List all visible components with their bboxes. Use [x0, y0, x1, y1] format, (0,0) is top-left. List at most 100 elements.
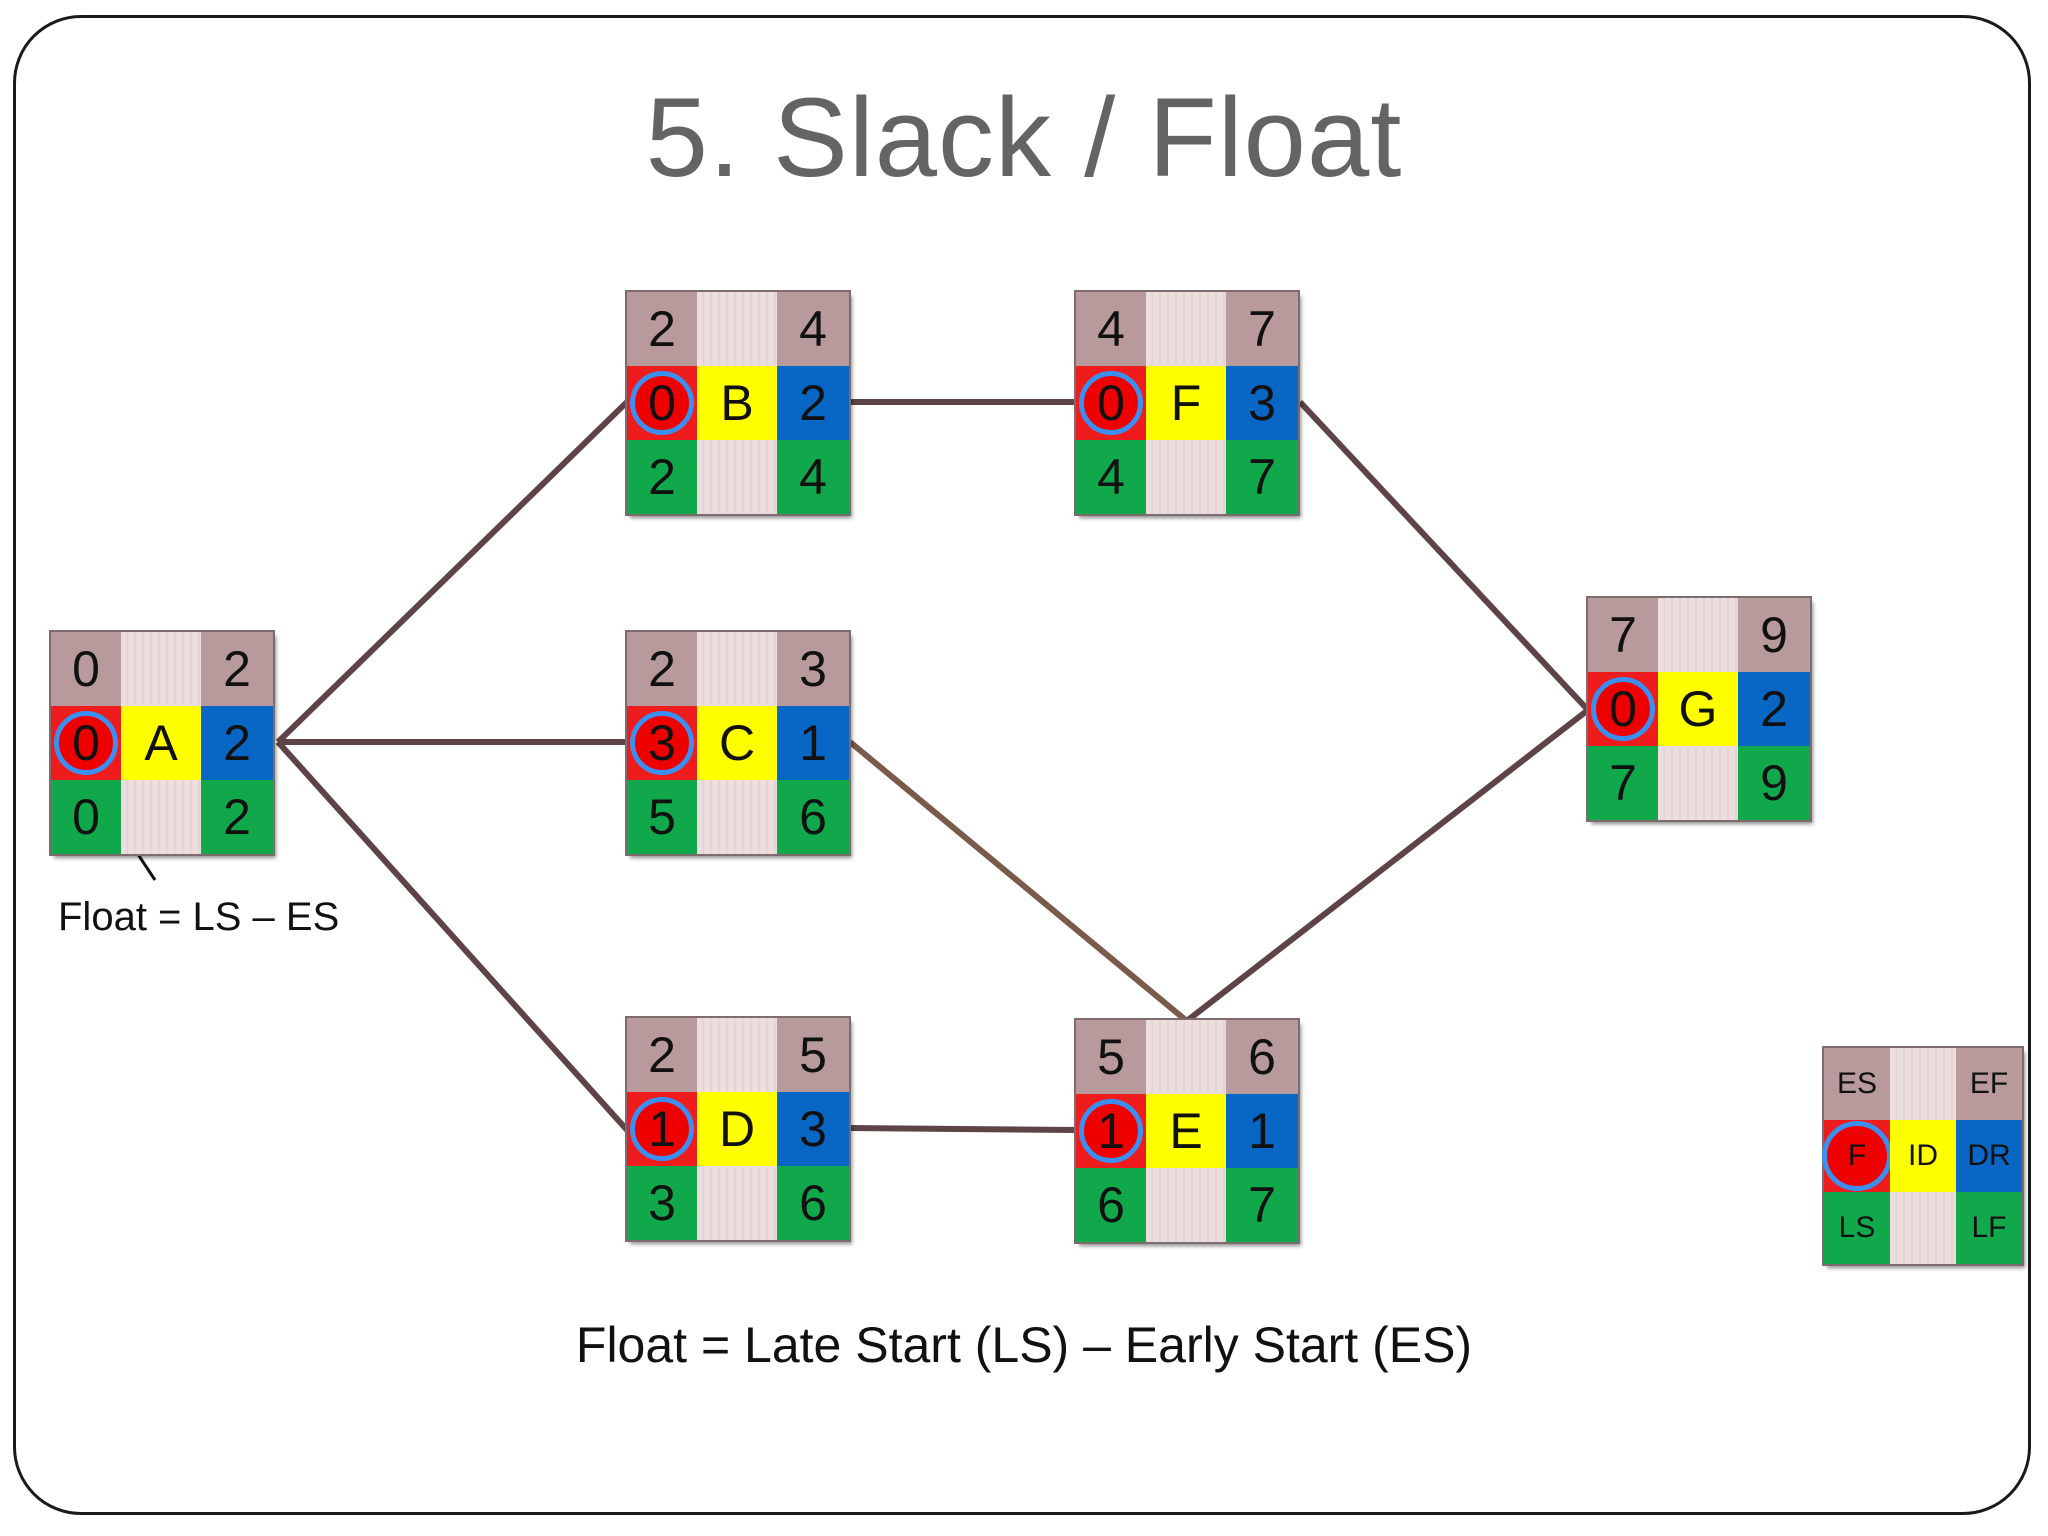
node-d[interactable]: 2 5 1 D 3 3 6 [625, 1016, 851, 1242]
node-c-late-start: 5 [627, 780, 697, 854]
node-g-early-start: 7 [1588, 598, 1658, 672]
node-f-blank-top [1146, 292, 1226, 366]
link-c-e [848, 739, 1190, 1025]
node-d-late-finish: 6 [777, 1166, 849, 1240]
node-a-duration: 2 [201, 706, 273, 780]
node-b-blank-top [697, 292, 777, 366]
node-g-float-value: 0 [1609, 681, 1637, 737]
node-g-blank-bottom [1658, 746, 1738, 820]
node-f-float-value: 0 [1097, 375, 1125, 431]
link-a-d [275, 739, 630, 1133]
node-f-early-start: 4 [1076, 292, 1146, 366]
node-f-float: 0 [1076, 366, 1146, 440]
node-e-float-value: 1 [1097, 1103, 1125, 1159]
legend-es: ES [1824, 1048, 1890, 1120]
node-c-early-finish: 3 [777, 632, 849, 706]
float-annotation: Float = LS – ES [58, 895, 340, 939]
node-d-late-start: 3 [627, 1166, 697, 1240]
legend-ls: LS [1824, 1192, 1890, 1264]
float-ring-icon [630, 371, 694, 435]
node-a-early-start: 0 [51, 632, 121, 706]
node-a-early-finish: 2 [201, 632, 273, 706]
node-b-duration: 2 [777, 366, 849, 440]
node-b-blank-bottom [697, 440, 777, 514]
node-c-early-start: 2 [627, 632, 697, 706]
node-g-float: 0 [1588, 672, 1658, 746]
node-e-blank-top [1146, 1020, 1226, 1094]
node-b-early-finish: 4 [777, 292, 849, 366]
link-e-g [1186, 707, 1590, 1023]
node-b-id: B [697, 366, 777, 440]
node-g[interactable]: 7 9 0 G 2 7 9 [1586, 596, 1812, 822]
node-e-early-finish: 6 [1226, 1020, 1298, 1094]
node-a-float: 0 [51, 706, 121, 780]
node-f-late-start: 4 [1076, 440, 1146, 514]
node-c-blank-top [697, 632, 777, 706]
node-a-late-finish: 2 [201, 780, 273, 854]
node-c[interactable]: 2 3 3 C 1 5 6 [625, 630, 851, 856]
link-d-e [849, 1125, 1077, 1133]
node-f-early-finish: 7 [1226, 292, 1298, 366]
node-e[interactable]: 5 6 1 E 1 6 7 [1074, 1018, 1300, 1244]
node-a-blank-top [121, 632, 201, 706]
node-e-late-start: 6 [1076, 1168, 1146, 1242]
float-ring-icon [1591, 677, 1655, 741]
legend-float-label: F [1847, 1139, 1867, 1172]
node-c-late-finish: 6 [777, 780, 849, 854]
node-d-early-finish: 5 [777, 1018, 849, 1092]
node-g-id: G [1658, 672, 1738, 746]
node-c-blank-bottom [697, 780, 777, 854]
float-ring-icon [54, 711, 118, 775]
float-ring-icon [630, 1097, 694, 1161]
node-e-early-start: 5 [1076, 1020, 1146, 1094]
node-f-duration: 3 [1226, 366, 1298, 440]
legend-id: ID [1890, 1120, 1956, 1192]
node-d-float-value: 1 [648, 1101, 676, 1157]
slide-title: 5. Slack / Float [645, 75, 1403, 200]
float-ring-icon [630, 711, 694, 775]
node-b-late-finish: 4 [777, 440, 849, 514]
node-a-blank-bottom [121, 780, 201, 854]
node-e-late-finish: 7 [1226, 1168, 1298, 1242]
node-c-float-value: 3 [648, 715, 676, 771]
node-d-duration: 3 [777, 1092, 849, 1166]
node-c-id: C [697, 706, 777, 780]
node-g-early-finish: 9 [1738, 598, 1810, 672]
float-ring-icon [1822, 1121, 1892, 1191]
legend-ef: EF [1956, 1048, 2022, 1120]
node-d-blank-top [697, 1018, 777, 1092]
float-ring-icon [1079, 371, 1143, 435]
node-a[interactable]: 0 2 0 A 2 0 2 [49, 630, 275, 856]
node-c-duration: 1 [777, 706, 849, 780]
node-b-float-value: 0 [648, 375, 676, 431]
legend-lf: LF [1956, 1192, 2022, 1264]
node-f-blank-bottom [1146, 440, 1226, 514]
node-g-duration: 2 [1738, 672, 1810, 746]
node-e-id: E [1146, 1094, 1226, 1168]
node-a-id: A [121, 706, 201, 780]
link-f-g [1297, 399, 1591, 713]
node-g-late-start: 7 [1588, 746, 1658, 820]
legend-node: ES EF F ID DR LS LF [1822, 1046, 2024, 1266]
node-d-early-start: 2 [627, 1018, 697, 1092]
legend-dr: DR [1956, 1120, 2022, 1192]
float-ring-icon [1079, 1099, 1143, 1163]
node-a-float-value: 0 [72, 715, 100, 771]
node-d-float: 1 [627, 1092, 697, 1166]
node-d-blank-bottom [697, 1166, 777, 1240]
node-d-id: D [697, 1092, 777, 1166]
node-b[interactable]: 2 4 0 B 2 2 4 [625, 290, 851, 516]
node-e-duration: 1 [1226, 1094, 1298, 1168]
node-b-early-start: 2 [627, 292, 697, 366]
node-b-float: 0 [627, 366, 697, 440]
node-b-late-start: 2 [627, 440, 697, 514]
node-e-blank-bottom [1146, 1168, 1226, 1242]
node-g-blank-top [1658, 598, 1738, 672]
legend-blank-bottom [1890, 1192, 1956, 1264]
node-f[interactable]: 4 7 0 F 3 4 7 [1074, 290, 1300, 516]
node-c-float: 3 [627, 706, 697, 780]
node-f-late-finish: 7 [1226, 440, 1298, 514]
float-formula: Float = Late Start (LS) – Early Start (E… [575, 1317, 1473, 1373]
node-g-late-finish: 9 [1738, 746, 1810, 820]
